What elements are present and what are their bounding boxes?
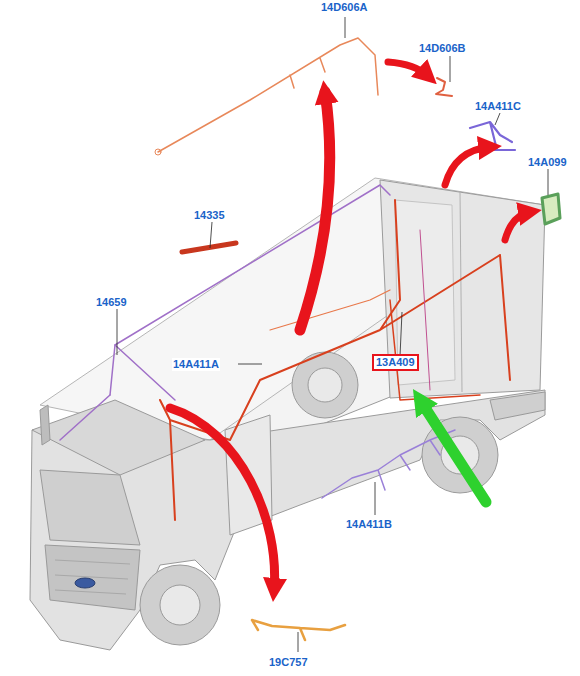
callout-number: 14335 bbox=[193, 209, 226, 222]
callout-number: 14A411A bbox=[172, 358, 220, 371]
callout-number: 14D606B bbox=[418, 42, 466, 55]
callout-number: 13A409 bbox=[376, 356, 415, 369]
callout-number: 14659 bbox=[95, 296, 128, 309]
callout-number: 14A099 bbox=[527, 156, 568, 169]
callout-number: 19C757 bbox=[268, 656, 309, 669]
callout-number: 14D606A bbox=[320, 1, 368, 14]
highlight-box: 13A409 bbox=[372, 354, 419, 371]
callout-number: 14A411C bbox=[474, 100, 522, 113]
callout-number: 14A411B bbox=[345, 518, 393, 531]
